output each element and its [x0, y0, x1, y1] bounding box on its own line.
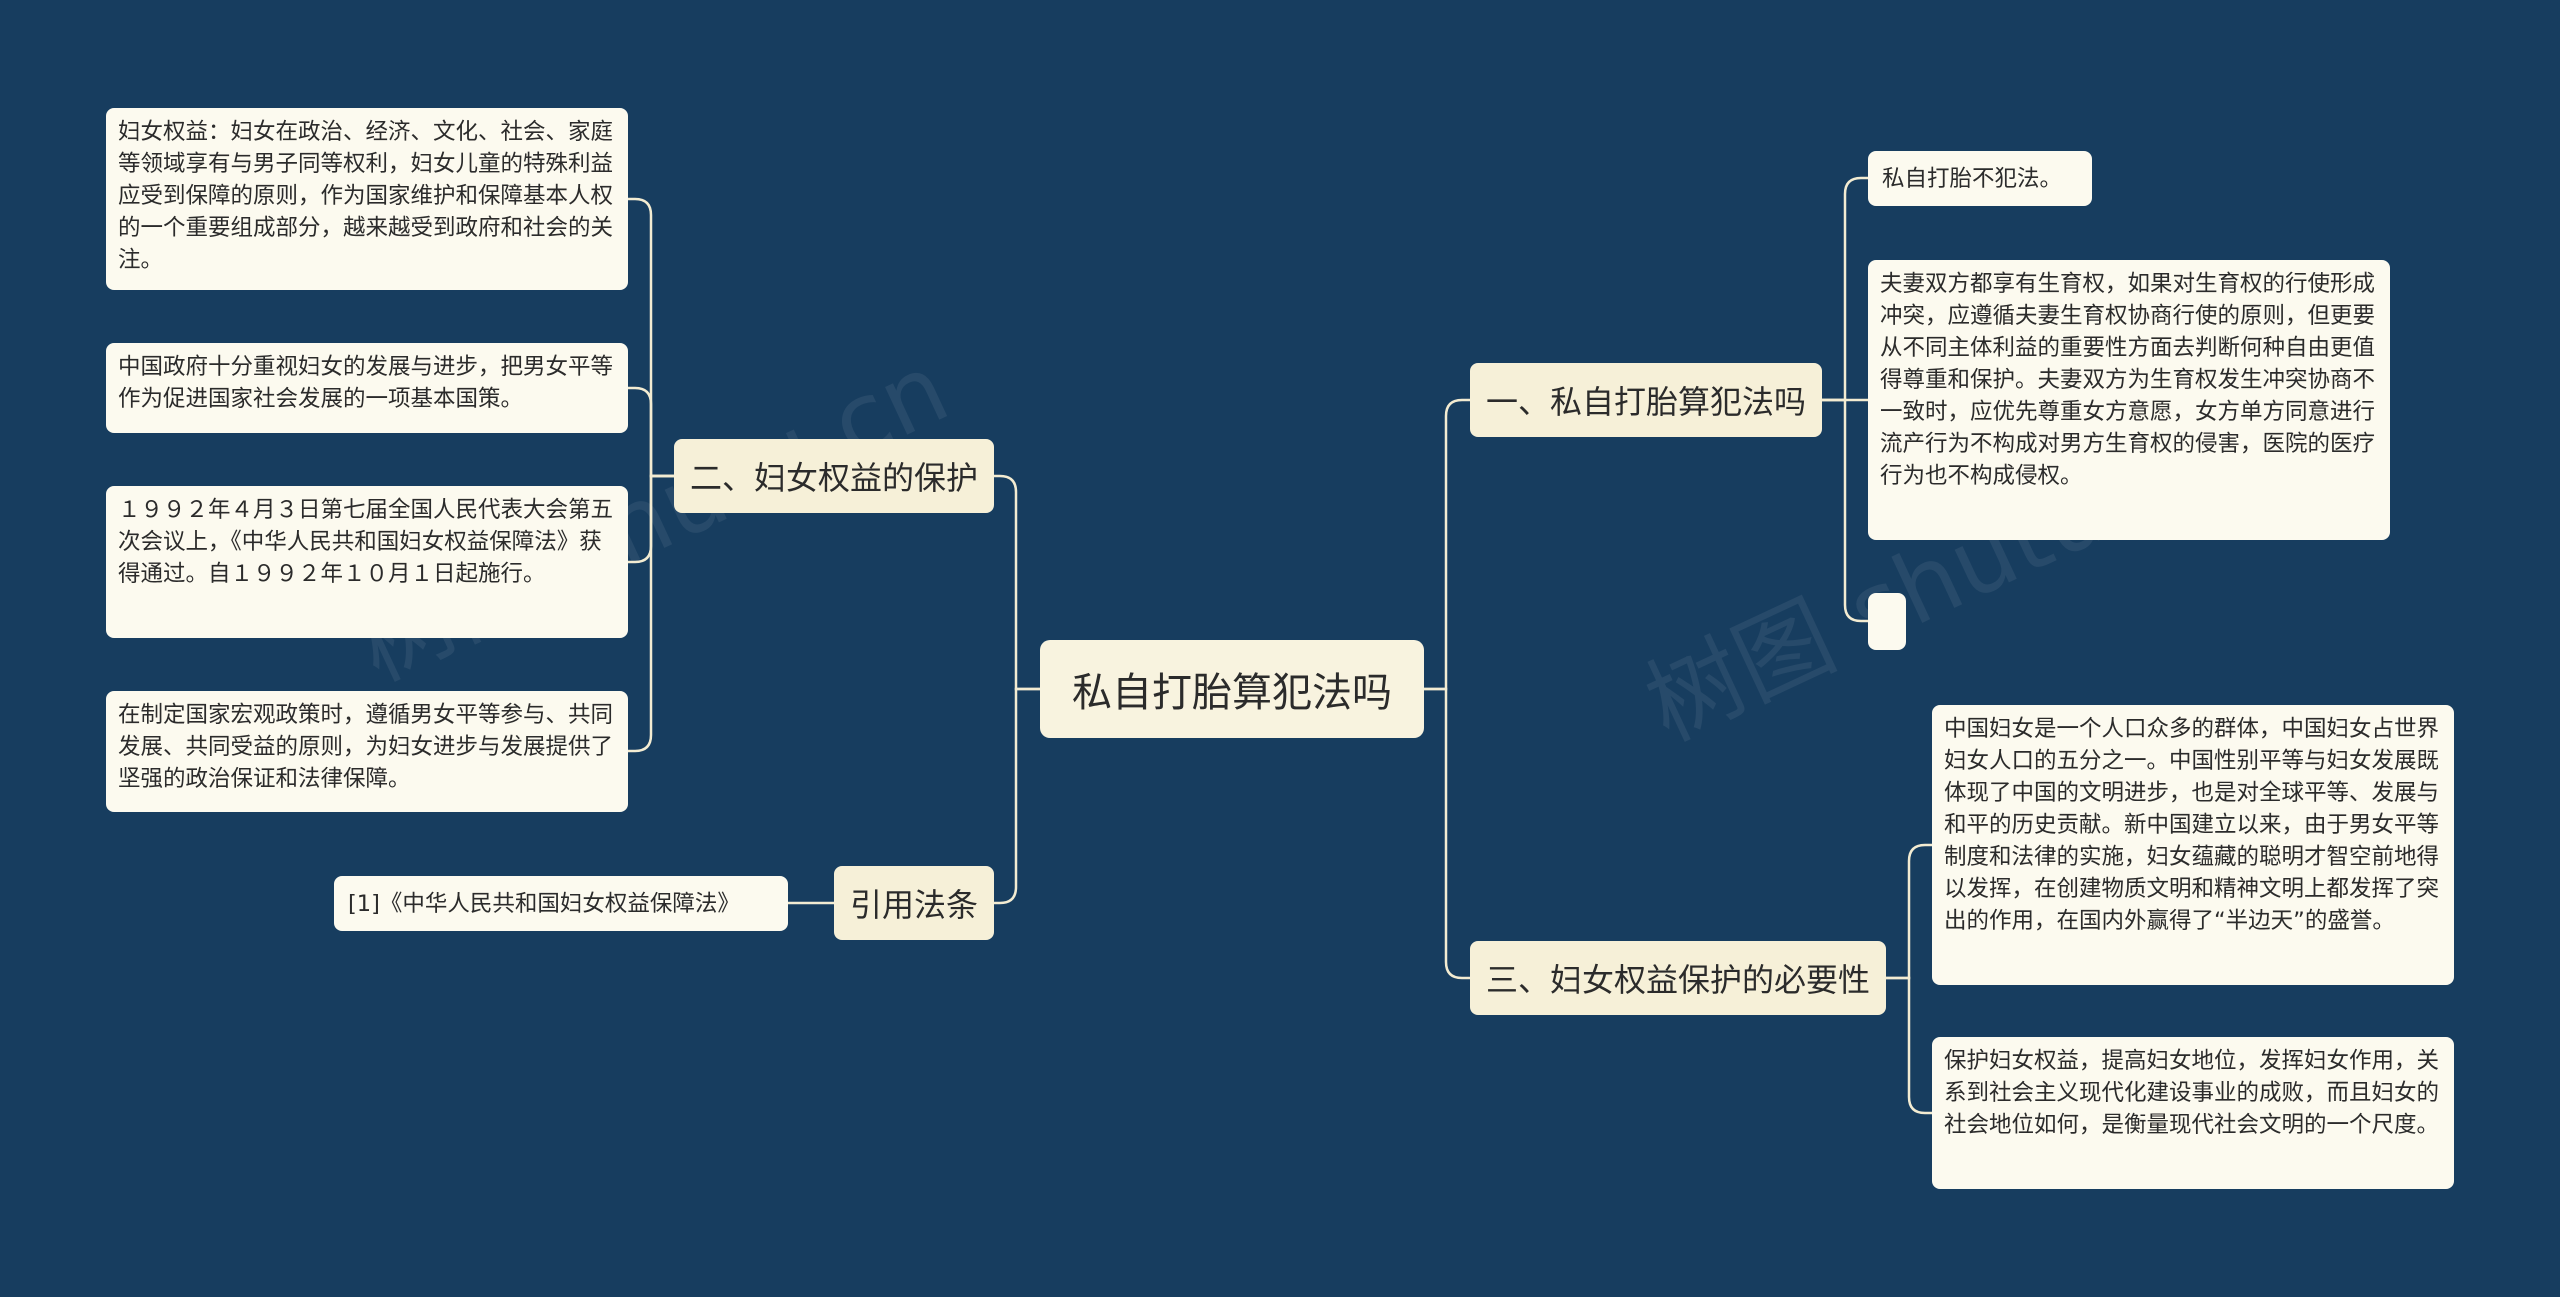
leaf-cited-law[interactable]: [1]《中华人民共和国妇女权益保障法》 [334, 876, 788, 931]
leaf-reproductive-rights[interactable]: 夫妻双方都享有生育权，如果对生育权的行使形成冲突，应遵循夫妻生育权协商行使的原则… [1868, 260, 2390, 540]
link-b1-leaf-3 [1822, 398, 1868, 623]
leaf-rights-definition[interactable]: 妇女权益：妇女在政治、经济、文化、社会、家庭等领域享有与男子同等权利，妇女儿童的… [106, 108, 628, 290]
leaf-basic-policy[interactable]: 中国政府十分重视妇女的发展与进步，把男女平等作为促进国家社会发展的一项基本国策。 [106, 343, 628, 433]
leaf-empty[interactable] [1868, 593, 1906, 650]
link-root-branch-4 [994, 687, 1040, 905]
link-root-branch-3 [1424, 687, 1470, 980]
branch-private-abortion[interactable]: 一、私自打胎算犯法吗 [1470, 363, 1822, 437]
branch-rights-protection[interactable]: 二、妇女权益的保护 [674, 439, 994, 513]
link-b2-leaf-2 [628, 386, 674, 478]
link-b2-leaf-4 [628, 474, 674, 753]
leaf-macro-policy[interactable]: 在制定国家宏观政策时，遵循男女平等参与、共同发展、共同受益的原则，为妇女进步与发… [106, 691, 628, 812]
branch-cited-law[interactable]: 引用法条 [834, 866, 994, 940]
link-root-branch-1 [1424, 398, 1470, 691]
link-b2-leaf-1 [628, 197, 674, 478]
leaf-protect-rights[interactable]: 保护妇女权益，提高妇女地位，发挥妇女作用，关系到社会主义现代化建设事业的成败，而… [1932, 1037, 2454, 1189]
link-b3-leaf-2 [1886, 976, 1932, 1115]
branch-necessity[interactable]: 三、妇女权益保护的必要性 [1470, 941, 1886, 1015]
link-b3-leaf-1 [1886, 843, 1932, 980]
link-b1-leaf-1 [1822, 176, 1868, 402]
leaf-law-passed[interactable]: １９９２年４月３日第七届全国人民代表大会第五次会议上，《中华人民共和国妇女权益保… [106, 486, 628, 638]
link-root-branch-2 [994, 474, 1040, 691]
leaf-chinese-women[interactable]: 中国妇女是一个人口众多的群体，中国妇女占世界妇女人口的五分之一。中国性别平等与妇… [1932, 705, 2454, 985]
leaf-not-illegal[interactable]: 私自打胎不犯法。 [1868, 151, 2092, 206]
root-topic[interactable]: 私自打胎算犯法吗 [1040, 640, 1424, 738]
